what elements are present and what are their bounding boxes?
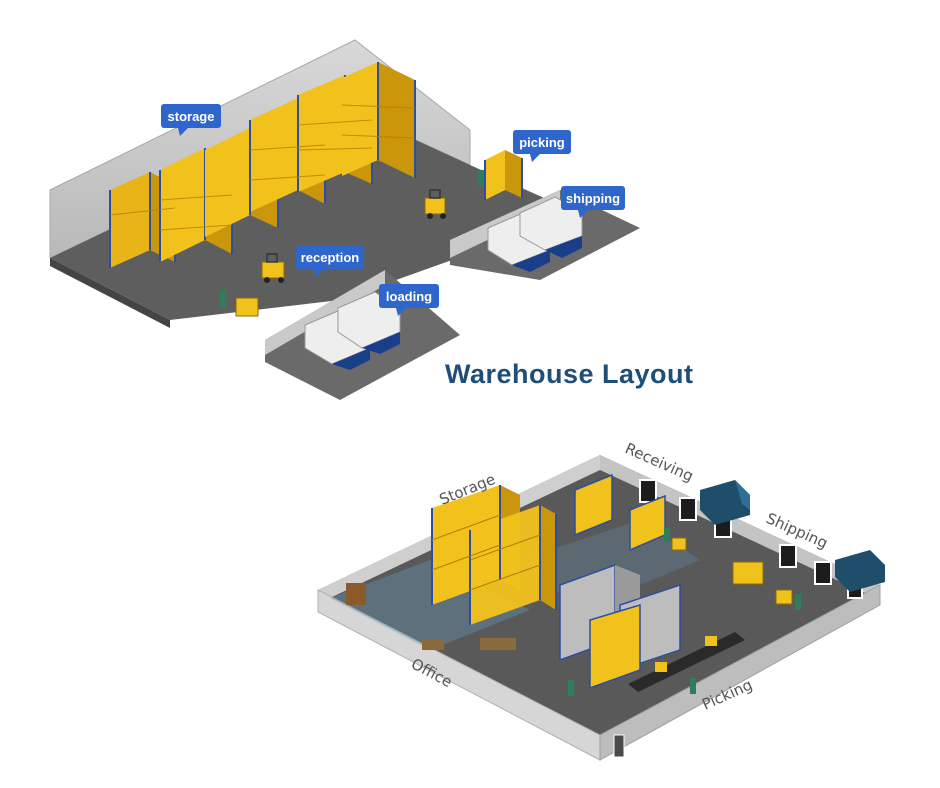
top-floor-front-edge xyxy=(50,258,170,328)
callout-picking-label: picking xyxy=(519,135,565,150)
pallet-icon xyxy=(235,297,259,317)
callout-shipping-label: shipping xyxy=(566,191,620,206)
pallet-icon xyxy=(732,561,764,585)
bottom-front-right-wall xyxy=(599,584,881,761)
callout-picking: picking xyxy=(513,130,571,162)
bottom-warehouse-diagram: Storage Receiving Shipping Office Pickin… xyxy=(317,439,885,761)
box-icon xyxy=(705,636,717,646)
pallet-icon xyxy=(671,537,687,551)
callout-storage-label: storage xyxy=(168,109,215,124)
callout-reception: reception xyxy=(296,245,364,277)
top-storage-racks xyxy=(109,62,416,268)
office-desk xyxy=(422,640,444,650)
office-cabinet xyxy=(346,583,366,605)
diagram-title: Warehouse Layout xyxy=(445,359,694,389)
callout-loading: loading xyxy=(379,284,439,316)
receiving-rack xyxy=(574,473,613,537)
top-main-floor xyxy=(50,112,560,320)
callout-storage: storage xyxy=(161,104,221,136)
forklift-icon xyxy=(261,253,285,283)
worker-icon xyxy=(220,290,226,308)
office-desk xyxy=(480,638,516,650)
box-icon xyxy=(655,662,667,672)
picking-rack xyxy=(478,150,523,200)
callout-reception-label: reception xyxy=(301,250,360,265)
bottom-storage-racks xyxy=(431,485,557,625)
bottom-back-right-wall xyxy=(600,455,880,600)
entrance-door xyxy=(613,734,625,758)
top-loading-dock-wall xyxy=(265,270,385,355)
truck-icon xyxy=(700,480,750,525)
callout-shipping: shipping xyxy=(561,186,625,218)
callout-loading-label: loading xyxy=(386,289,432,304)
top-warehouse-diagram: storage picking shipping reception loadi… xyxy=(49,39,640,400)
rack-row xyxy=(342,62,416,178)
worker-icon xyxy=(664,528,670,542)
conveyor-belt xyxy=(628,632,745,692)
office-partition xyxy=(330,560,530,650)
worker-icon xyxy=(690,678,696,694)
picking-shelves xyxy=(559,563,681,690)
worker-icon xyxy=(795,594,801,610)
pallet-icon xyxy=(775,589,793,605)
truck-icon xyxy=(835,550,885,592)
worker-icon xyxy=(478,170,484,186)
forklift-icon xyxy=(424,189,446,219)
truck-icon xyxy=(519,196,583,258)
worker-icon xyxy=(568,680,574,696)
